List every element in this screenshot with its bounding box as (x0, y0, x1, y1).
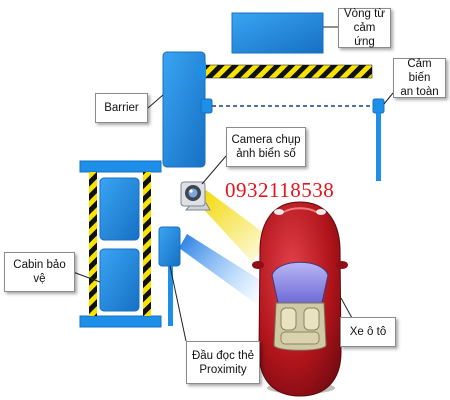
cabin-pillar-right (143, 172, 151, 316)
safety-sensor-post (376, 113, 381, 181)
label-barrier: Barrier (95, 93, 148, 123)
induction-loop (231, 12, 324, 54)
safety-sensor-left (200, 98, 213, 114)
callout-line-barrier (147, 94, 164, 109)
callout-line-car (340, 297, 353, 319)
callout-line-safety-sensor (383, 92, 394, 105)
proximity-reader-post (168, 266, 173, 326)
proximity-reader (158, 226, 181, 267)
label-proximity-reader: Đầu đọc thẻ Proximity (186, 341, 260, 384)
callout-lines (72, 26, 394, 342)
label-car: Xe ô tô (340, 317, 396, 347)
label-camera: Camera chụp ảnh biển số (226, 127, 306, 167)
cabin-floor (79, 315, 162, 328)
callout-line-cabin (72, 271, 101, 283)
callout-line-camera (201, 155, 227, 185)
callout-line-proximity (169, 265, 187, 342)
barrier-arm (201, 64, 373, 79)
cabin-pillar-left (89, 172, 97, 316)
guard-cabin (79, 160, 162, 328)
cabin-window-bottom (99, 248, 140, 312)
car-top-view (252, 201, 348, 397)
label-induction-loop: Vòng từ cảm ứng (338, 8, 391, 48)
cabin-window-top (99, 177, 140, 241)
barrier-arm-joint (198, 63, 206, 79)
camera-beam (196, 190, 272, 262)
label-guard-cabin: Cabin bảo vệ (4, 252, 75, 292)
phone-number-watermark: 0932118538 (225, 178, 335, 202)
safety-sensor-right (372, 98, 385, 114)
camera-icon (180, 181, 211, 211)
label-safety-sensor: Cảm biến an toàn (393, 58, 446, 98)
cabin-roof (79, 160, 162, 173)
reader-beam (179, 234, 276, 308)
